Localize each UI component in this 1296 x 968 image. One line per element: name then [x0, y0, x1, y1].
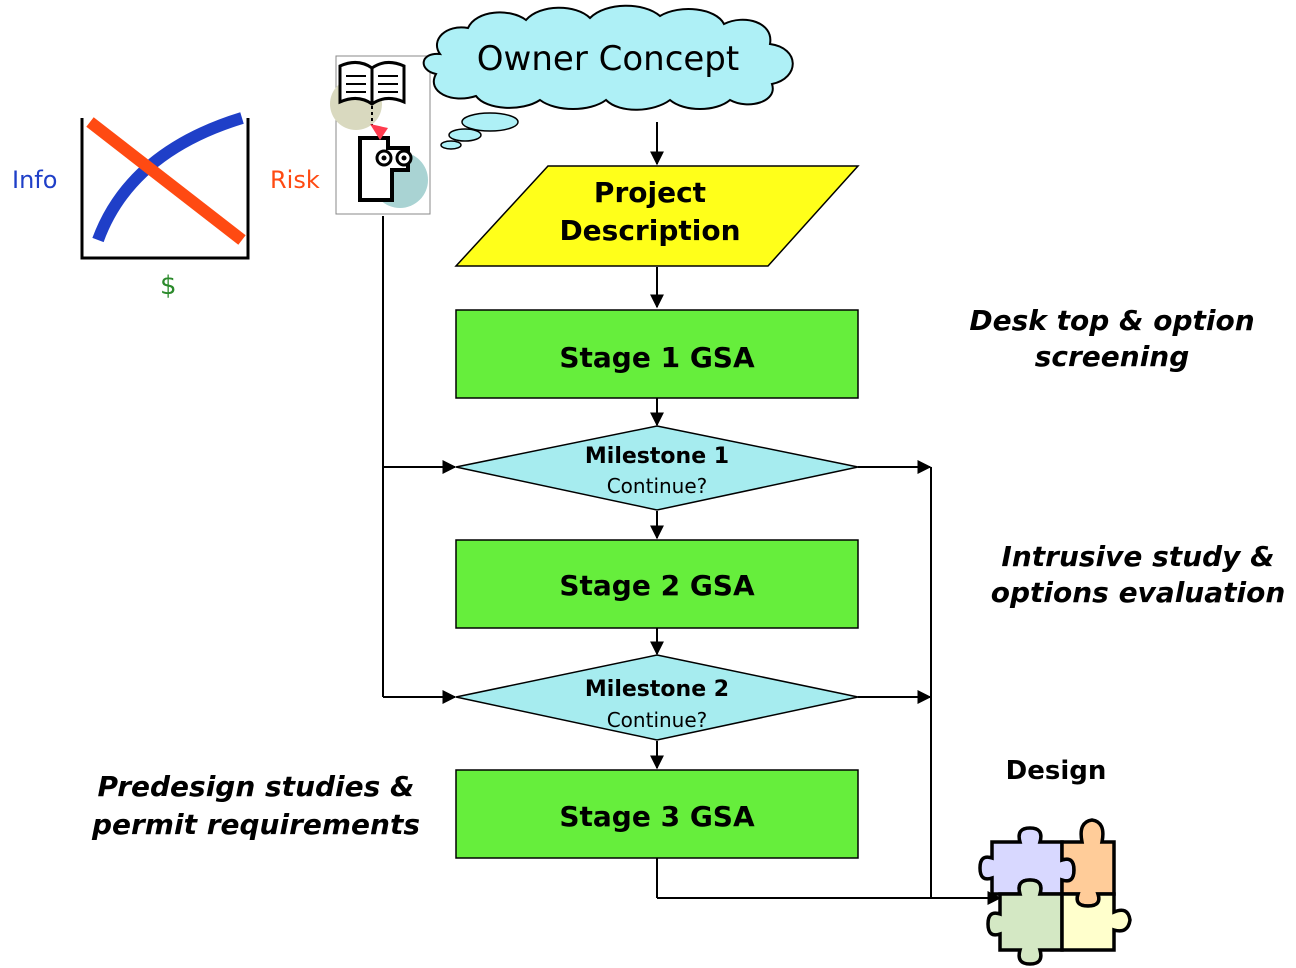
puzzle-icon [978, 818, 1132, 966]
risk-label: Risk [270, 166, 320, 194]
owner-concept-cloud: Owner Concept [422, 4, 794, 150]
stage-2-note-line-2: options evaluation [991, 576, 1286, 609]
stage-3-note: Predesign studies & permit requirements [91, 770, 420, 841]
info-label: Info [12, 166, 57, 194]
stage-3-label: Stage 3 GSA [559, 800, 755, 833]
clipart-box [330, 55, 431, 215]
chart-axes [80, 118, 250, 260]
risk-line [86, 117, 246, 245]
milestone-1-node: Milestone 1 Continue? [455, 425, 859, 511]
stage-1-note: Desk top & option screening [969, 304, 1254, 373]
stage-2-note: Intrusive study & options evaluation [991, 540, 1286, 609]
stage-2-note-line-1: Intrusive study & [1001, 540, 1274, 573]
stage-1-note-line-2: screening [1035, 340, 1190, 373]
project-description-line-2: Description [559, 214, 740, 247]
stage-3-node: Stage 3 GSA [455, 769, 859, 859]
stage-2-label: Stage 2 GSA [559, 569, 755, 602]
stage-1-label: Stage 1 GSA [559, 341, 755, 374]
stage-3-note-line-2: permit requirements [91, 808, 420, 841]
owner-concept-label: Owner Concept [477, 39, 739, 79]
stage-1-node: Stage 1 GSA [455, 309, 859, 399]
info-risk-chart: Info Risk $ [12, 112, 320, 301]
milestone-1-title: Milestone 1 [585, 444, 729, 469]
milestone-2-title: Milestone 2 [585, 677, 729, 702]
stage-3-note-line-1: Predesign studies & [98, 770, 415, 803]
connectors [382, 122, 1002, 905]
book-icon [330, 61, 406, 130]
design-label: Design [1006, 756, 1107, 786]
dollar-label: $ [160, 271, 177, 301]
project-description-line-1: Project [594, 176, 706, 209]
project-description-node: Project Description [454, 165, 860, 267]
milestone-2-question: Continue? [607, 708, 708, 732]
milestone-2-node: Milestone 2 Continue? [455, 654, 859, 741]
milestone-1-question: Continue? [607, 474, 708, 498]
thinking-person-icon [358, 124, 428, 208]
stage-2-node: Stage 2 GSA [455, 539, 859, 629]
stage-1-note-line-1: Desk top & option [969, 304, 1254, 337]
